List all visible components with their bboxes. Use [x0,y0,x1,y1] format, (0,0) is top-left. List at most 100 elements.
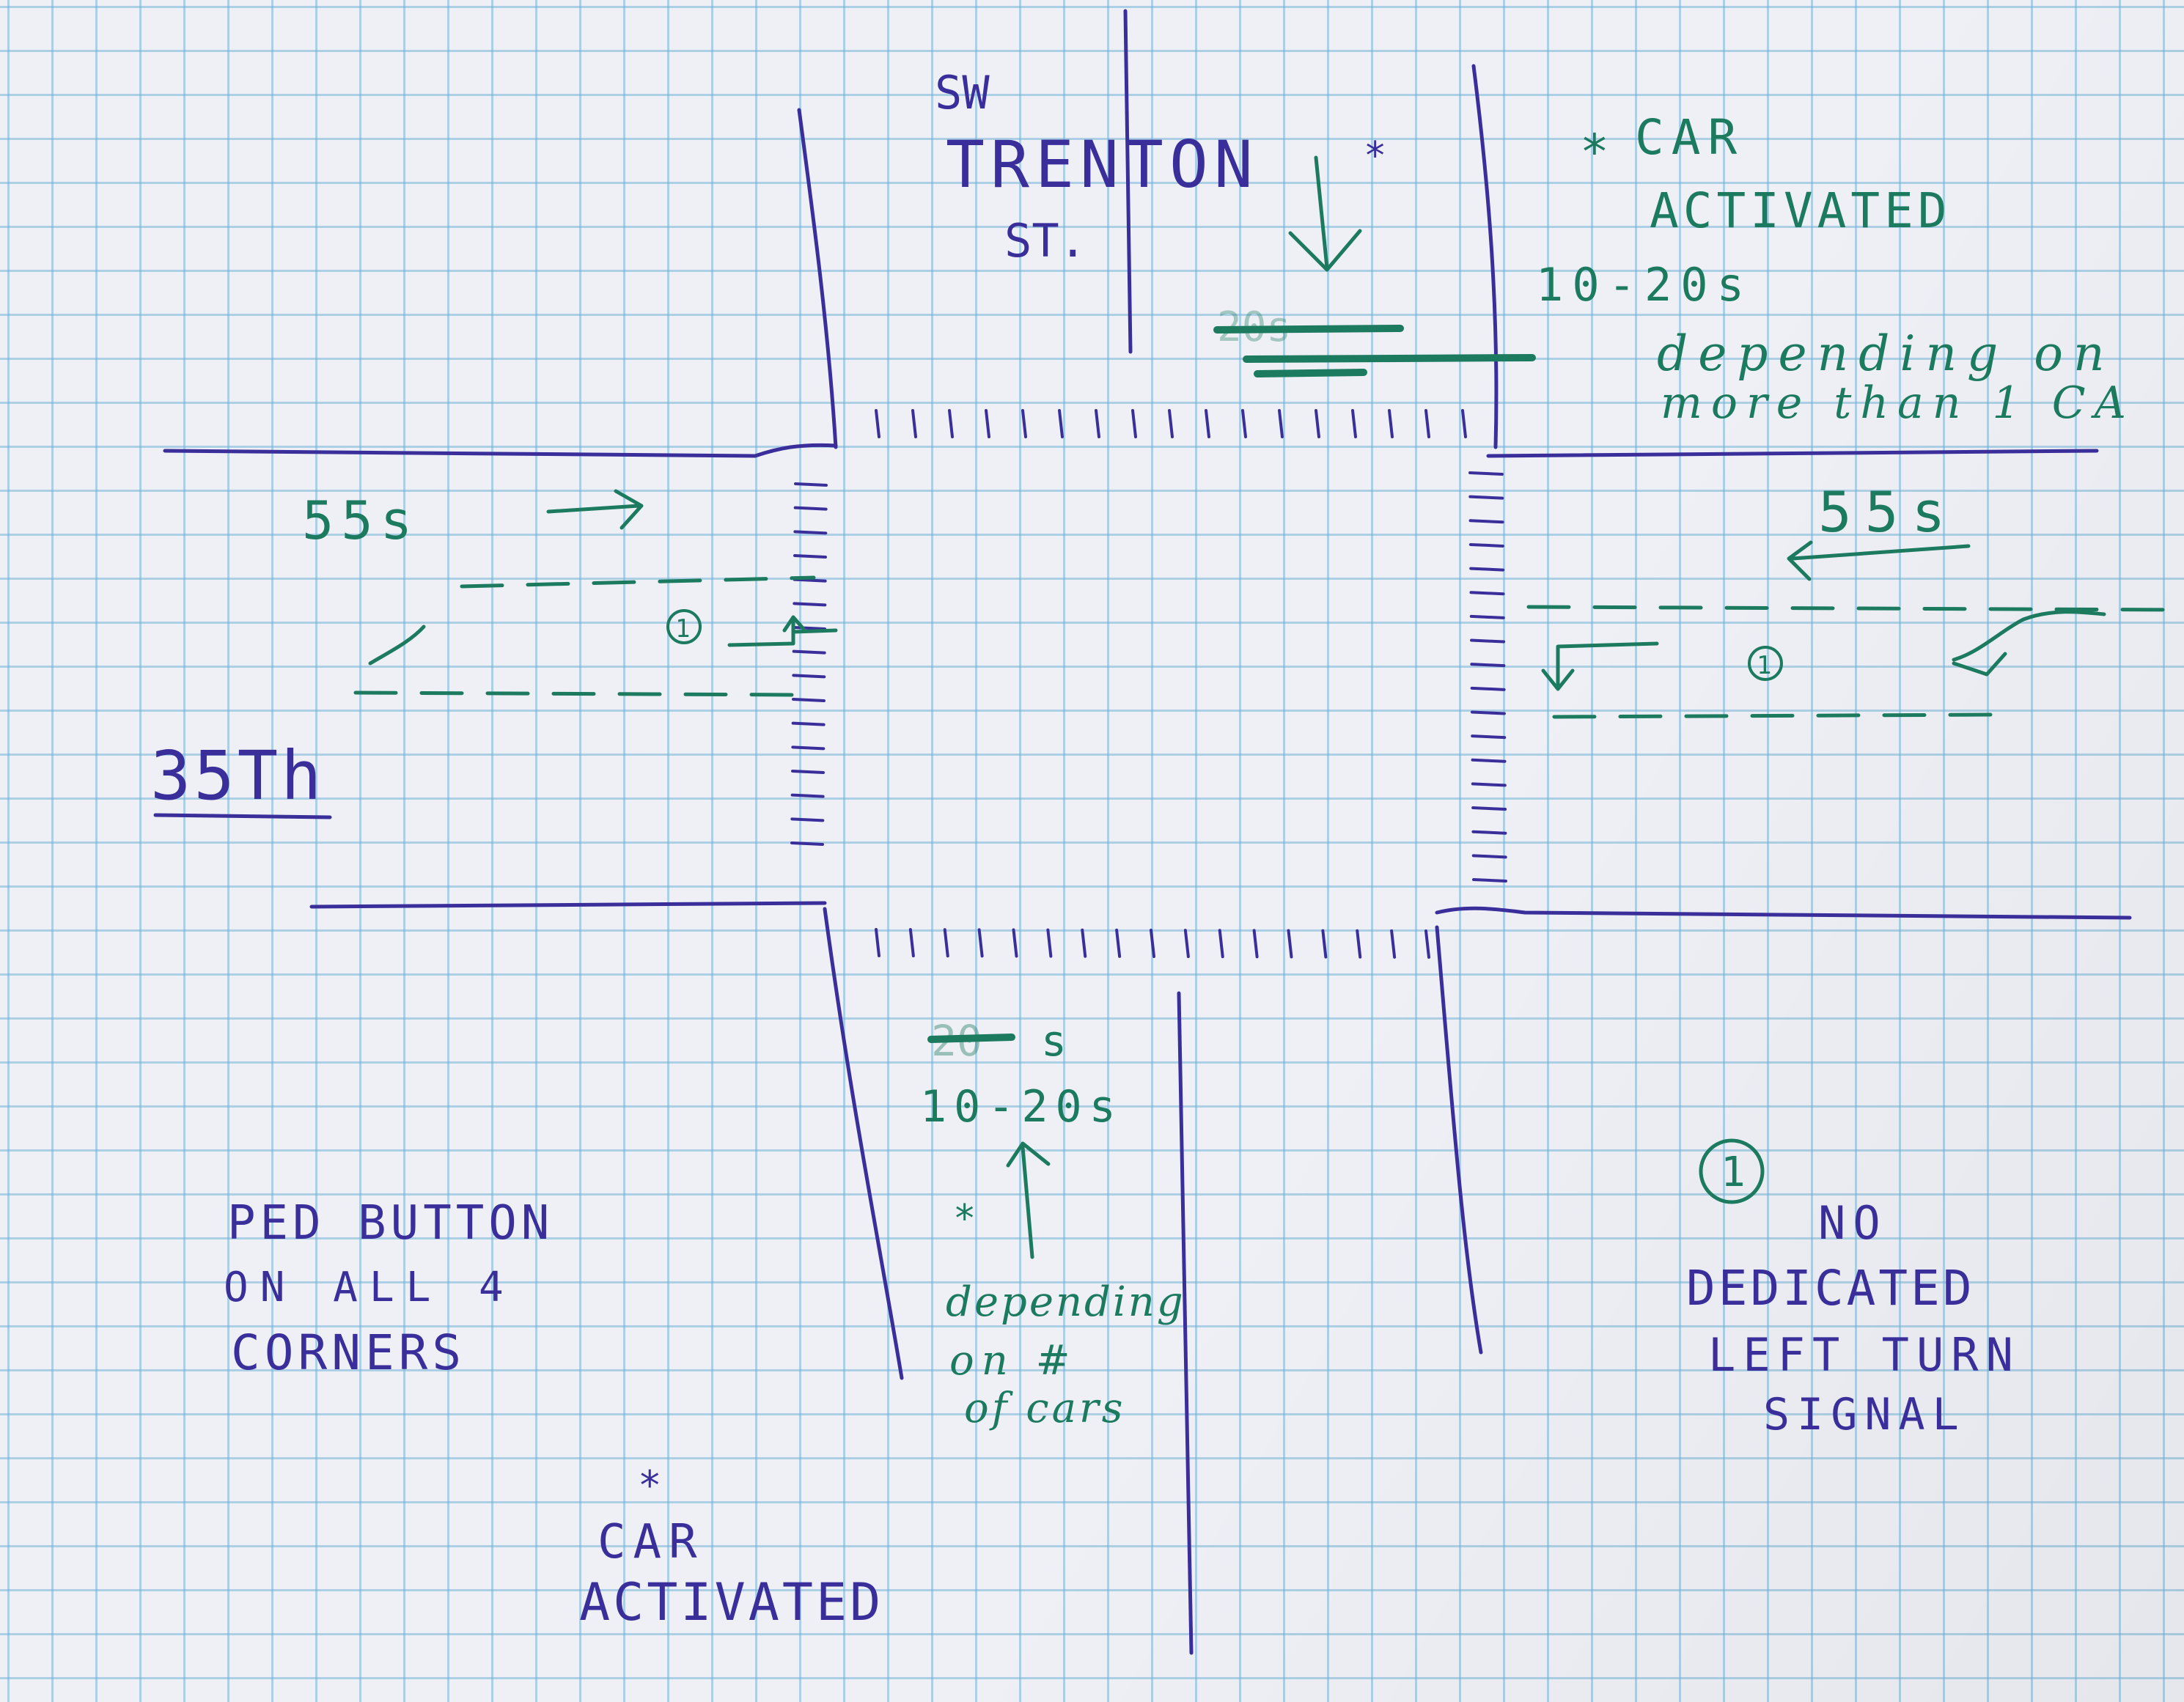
legend-line1: NO [1818,1196,1888,1250]
note-ne-desc2: more than 1 CA [1661,377,2135,429]
note-ne-line1: CAR [1635,109,1744,166]
cw-east-tick [1468,495,1504,500]
cw-north-tick [1058,409,1064,438]
cw-east-tick [1469,591,1505,596]
cw-north-tick [1315,409,1320,438]
east-road-north-edge [1486,449,2099,458]
cw-north-tick [875,409,880,438]
cw-south-tick [1390,929,1397,959]
south-approach [927,1034,1051,1259]
west-lane-dash-lower [353,690,801,697]
cw-north-tick [1351,409,1357,438]
cw-east-tick [1471,806,1507,811]
ped-note-line2: ON ALL 4 [224,1264,515,1311]
legend-marker: 1 [1721,1149,1746,1196]
cw-north-tick [985,409,990,438]
cw-north-tick [1241,409,1247,438]
cw-south-tick [1424,929,1430,959]
crosswalk-west [790,482,828,846]
crosswalk-south [875,928,1430,959]
note-ne-timing: 10-20s [1536,258,1753,312]
street-west-label: 35Th [150,737,325,815]
south-crossed-out: 20 [931,1016,982,1066]
cw-west-tick [792,649,826,655]
car-note-sw-line2: ACTIVATED [579,1572,883,1632]
cw-west-tick [792,674,826,679]
north-road-east-edge [1471,64,1499,449]
cw-west-tick [790,793,825,798]
cw-south-tick [1012,928,1018,958]
west-lane-curve [368,625,426,666]
cw-west-tick [793,626,826,630]
cw-south-tick [1046,928,1053,958]
east-road-south-edge [1435,906,2132,920]
legend-line3: LEFT TURN [1708,1328,2021,1382]
cw-north-tick [948,409,954,438]
east-lane-hook [1952,652,2007,677]
west-marker: 1 [675,614,690,644]
cw-south-tick [977,928,984,958]
ped-note-line1: PED BUTTON [227,1196,554,1250]
south-notes: 20 s 10-20s * depending on # of cars [920,1016,1183,1432]
north-approach [1213,155,1536,377]
east-lanes [1526,540,2180,719]
cw-north-tick [1205,409,1210,438]
cw-south-tick [1081,928,1087,958]
south-road-west-edge [823,907,904,1380]
west-left-turn-arrow [727,615,838,647]
crosswalk-north [875,409,1467,438]
south-desc2: on # [949,1337,1078,1385]
west-marker-circle [666,609,702,644]
street-north-line3: ST. [1004,214,1087,268]
east-lane-dash-lower [1552,712,1996,719]
west-lane-dash-upper [460,575,816,589]
road-edges [163,9,2132,1655]
south-timing-suffix: s [1041,1016,1067,1066]
cw-north-tick [1278,409,1284,438]
cw-west-tick [793,554,827,559]
south-desc3: of cars [964,1385,1126,1432]
crossed-out-north-text: 20s [1217,303,1291,351]
cw-south-tick [943,928,949,958]
cw-east-tick [1470,710,1506,715]
cw-east-tick [1471,734,1507,740]
cw-west-tick [793,578,827,583]
east-left-turn-arrow [1541,641,1659,691]
cw-south-tick [1287,929,1293,959]
east-lane-dash-upper [1526,605,2180,612]
cw-south-tick [1115,928,1122,958]
east-timing: 55s [1818,479,1958,545]
cw-west-tick [791,770,825,774]
note-ne-desc1: depending on [1657,325,2114,382]
cw-east-tick [1471,782,1507,787]
car-note-southwest: * CAR ACTIVATED [579,1462,883,1632]
cw-east-tick [1471,830,1507,835]
cw-east-tick [1472,878,1507,883]
cw-east-tick [1470,638,1506,644]
cw-north-tick [1461,409,1467,438]
cw-west-tick [793,602,827,607]
cw-east-tick [1470,663,1506,668]
crossed-out-scribble-south [927,1034,1015,1043]
cw-north-tick [1168,409,1174,438]
cw-south-tick [1150,929,1155,958]
note-ne-line2: ACTIVATED [1650,183,1952,239]
southbound-arrow [1288,155,1362,272]
cw-east-tick [1470,686,1506,691]
cw-east-tick [1471,854,1507,859]
east-marker-circle [1748,646,1783,681]
cw-north-tick [1095,409,1100,438]
south-asterisk: * [953,1197,976,1241]
north-street-name: SW TRENTON ST. [935,66,1259,268]
west-through-arrow [546,489,644,530]
south-road-centerline [1177,991,1194,1655]
cw-north-tick [911,409,917,438]
cw-west-tick [794,482,828,487]
street-north-line2: TRENTON [946,127,1259,202]
north-arrow-asterisk: * [1364,134,1386,178]
west-timing: 55s [302,490,419,551]
legend-line2: DEDICATED [1686,1260,1975,1316]
cw-south-tick [1183,929,1190,959]
note-ne-asterisk: * [1580,124,1609,180]
